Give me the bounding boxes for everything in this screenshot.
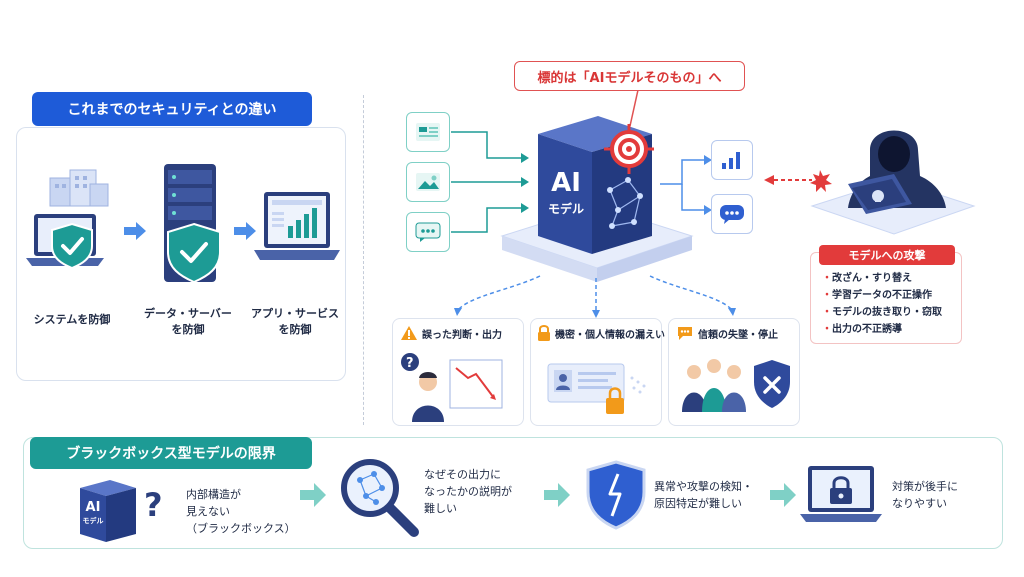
bottom-section-title: ブラックボックス型モデルの限界 <box>30 437 312 469</box>
document-input-card <box>406 112 450 152</box>
arrow-right-icon <box>300 483 326 507</box>
arrow-right-icon <box>770 483 796 507</box>
blackbox-step-4: 対策が後手に なりやすい <box>892 480 958 510</box>
svg-text:?: ? <box>406 356 414 371</box>
target-callout: 標的は「AIモデルそのもの」へ <box>514 61 745 91</box>
risk-connectors <box>450 270 740 320</box>
arrow-right-icon <box>544 483 570 507</box>
list-item: 学習データの不正操作 <box>822 287 962 304</box>
system-laptop-icon <box>22 168 122 288</box>
hacker-icon <box>808 110 978 240</box>
locked-laptop-icon <box>800 464 882 528</box>
attack-title: モデルへの攻撃 <box>819 245 955 265</box>
small-cube-label-sub: モデル <box>82 517 104 525</box>
ai-model-cube <box>528 110 658 260</box>
arrow-right-icon <box>124 222 146 240</box>
risk-title: 信頼の失墜・停止 <box>676 325 778 341</box>
question-mark-icon: ? <box>144 486 163 524</box>
blackbox-step-1: 内部構造が 見えない （ブラックボックス） <box>186 488 296 535</box>
section-divider <box>363 95 364 425</box>
cube-label-sub: モデル <box>547 202 584 216</box>
list-item: 改ざん・すり替え <box>822 270 962 287</box>
warning-icon <box>401 326 417 340</box>
target-icon <box>604 124 654 174</box>
lock-icon <box>538 325 550 341</box>
risk-title: 誤った判断・出力 <box>400 325 502 341</box>
output-arrows <box>660 150 712 220</box>
list-item: 出力の不正誘導 <box>822 321 962 338</box>
document-icon <box>416 123 440 141</box>
image-input-card <box>406 162 450 202</box>
callout-pointer <box>620 90 650 130</box>
broken-shield-icon <box>584 458 648 530</box>
attack-list: 改ざん・すり替え 学習データの不正操作 モデルの抜き取り・窃取 出力の不正誘導 <box>822 270 962 338</box>
image-icon <box>416 173 440 191</box>
blackbox-step-3: 異常や攻撃の検知・ 原因特定が難しい <box>654 480 753 510</box>
blackbox-step-2: なぜその出力に なったかの説明が 難しい <box>424 468 512 515</box>
risk-title: 機密・個人情報の漏えい <box>537 325 665 341</box>
small-cube-label-main: AI <box>85 500 101 515</box>
app-laptop-icon <box>250 186 340 286</box>
bar-chart-icon <box>722 152 740 169</box>
confused-person-icon: ? <box>398 350 518 422</box>
id-card-leak-icon <box>544 358 654 420</box>
cube-label-main: AI <box>551 168 581 198</box>
chart-output-card <box>711 140 753 180</box>
server-icon <box>158 160 228 290</box>
small-ai-cube <box>76 476 140 546</box>
magnifier-network-icon <box>334 452 424 542</box>
step-data-server-label: データ・サーバー を防御 <box>144 307 232 336</box>
people-shield-icon <box>674 352 796 414</box>
speech-bubble-icon <box>678 327 692 340</box>
step-system-label: システムを防御 <box>33 313 111 326</box>
left-section-title: これまでのセキュリティとの違い <box>32 92 312 126</box>
input-arrows <box>451 128 531 238</box>
step-app-service-label: アプリ・サービス を防御 <box>251 307 339 336</box>
chat-icon <box>415 222 441 242</box>
message-output-card <box>711 194 753 234</box>
list-item: モデルの抜き取り・窃取 <box>822 304 962 321</box>
chat-input-card <box>406 212 450 252</box>
message-icon <box>720 205 744 224</box>
attack-arrow <box>764 166 834 196</box>
arrow-right-icon <box>234 222 256 240</box>
